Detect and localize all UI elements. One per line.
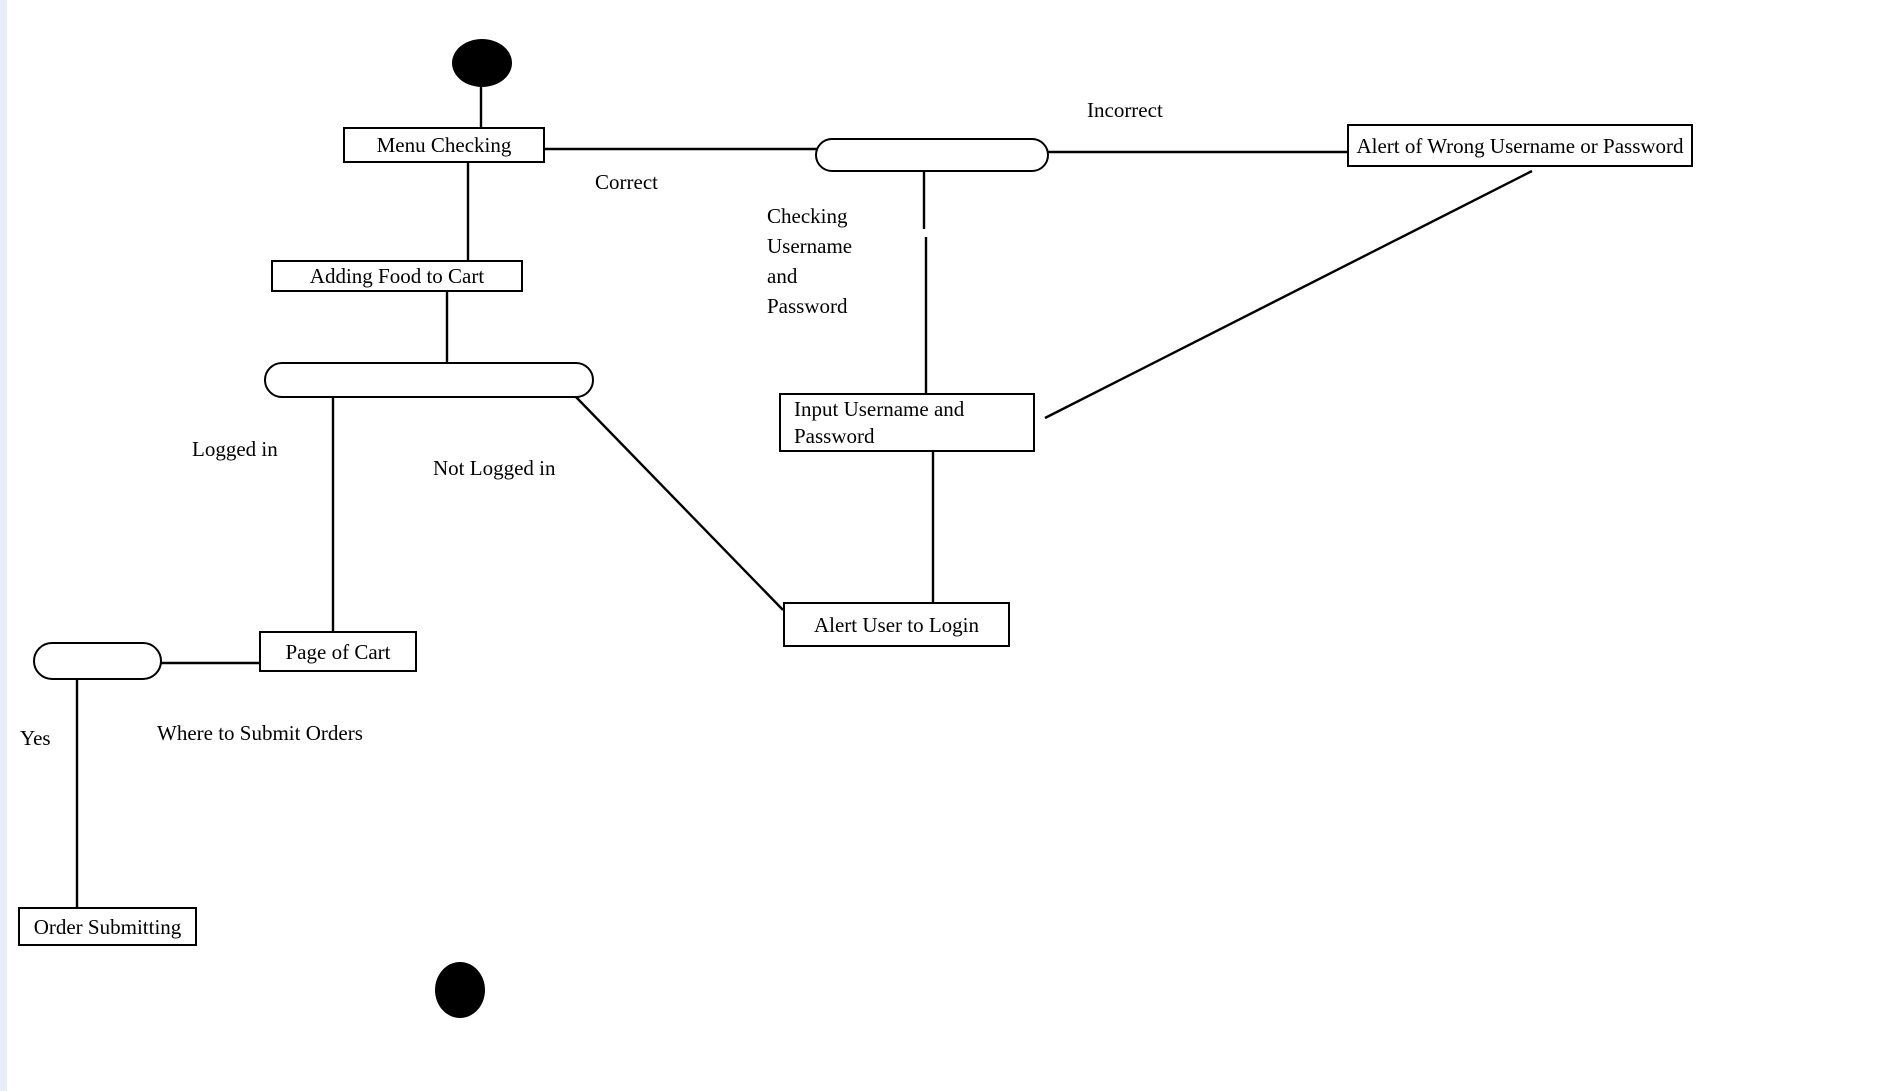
edge-label-incorrect: Incorrect xyxy=(1087,98,1163,122)
left-margin-strip xyxy=(0,0,7,1091)
edge-label-correct: Correct xyxy=(595,170,658,194)
activity-input-username-password-label: Input Username and Password xyxy=(794,396,965,448)
activity-adding-food-to-cart-label: Adding Food to Cart xyxy=(309,264,485,288)
rounded-bar-cart-branch xyxy=(264,362,594,398)
activity-input-username-password: Input Username and Password xyxy=(779,393,1035,452)
edge-label-checking-username-and-password: Checking Username and Password xyxy=(767,204,853,318)
edge-label-not-logged-in: Not Logged in xyxy=(433,456,556,480)
activity-alert-user-to-login-label: Alert User to Login xyxy=(813,612,980,637)
edge-alert-wrong-to-input xyxy=(1044,169,1533,420)
initial-state-node xyxy=(452,39,512,87)
activity-menu-checking: Menu Checking xyxy=(343,127,545,163)
activity-menu-checking-label: Menu Checking xyxy=(376,133,512,157)
activity-alert-wrong-credentials-label: Alert of Wrong Username or Password xyxy=(1356,133,1684,158)
activity-page-of-cart-label: Page of Cart xyxy=(285,639,391,664)
activity-alert-wrong-credentials: Alert of Wrong Username or Password xyxy=(1347,124,1693,167)
activity-order-submitting-label: Order Submitting xyxy=(33,914,182,939)
final-state-node xyxy=(435,962,485,1018)
activity-page-of-cart: Page of Cart xyxy=(259,631,417,672)
edge-label-where-to-submit-orders: Where to Submit Orders xyxy=(157,721,363,745)
edge-cart-bar-to-alert-login xyxy=(574,395,784,611)
rounded-bar-submit-branch xyxy=(33,642,162,680)
activity-order-submitting: Order Submitting xyxy=(18,907,197,946)
edge-label-yes: Yes xyxy=(20,726,51,750)
activity-alert-user-to-login: Alert User to Login xyxy=(783,602,1010,647)
activity-adding-food-to-cart: Adding Food to Cart xyxy=(271,260,523,292)
edge-label-logged-in: Logged in xyxy=(192,437,278,461)
rounded-bar-login-check xyxy=(815,138,1049,172)
